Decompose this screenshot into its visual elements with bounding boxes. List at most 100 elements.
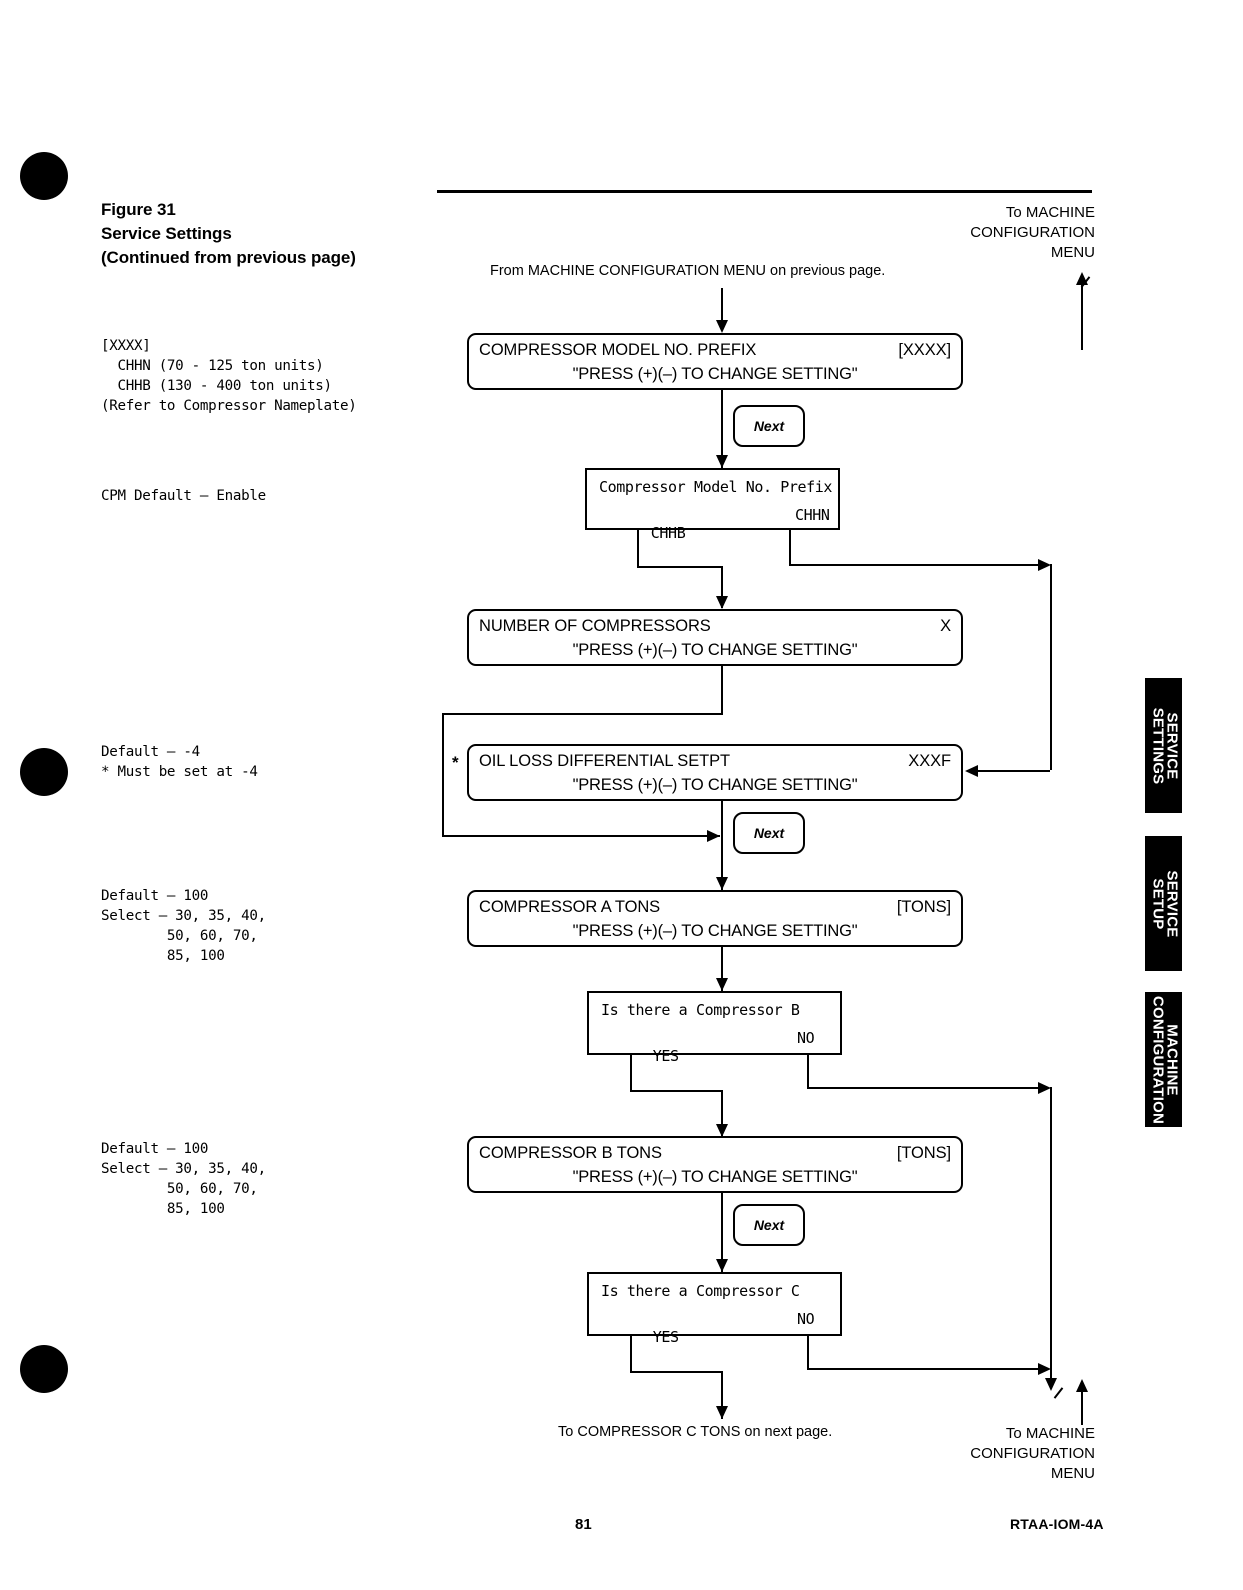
lcd-option-yes[interactable]: YES [652, 1328, 679, 1346]
line-noc-down [807, 1336, 809, 1370]
line-numcomp-down [721, 666, 723, 715]
lcd-options: CHHB CHHN [599, 506, 830, 578]
line-yesb-down2 [721, 1090, 723, 1136]
box-title: OIL LOSS DIFFERENTIAL SETPT [479, 752, 730, 770]
connector-to-next-page: To COMPRESSOR C TONS on next page. [558, 1424, 833, 1440]
note-compressor-a-tons: Default — 100 Select — 30, 35, 40, 50, 6… [101, 888, 266, 965]
next-button-2[interactable]: Next [733, 812, 805, 854]
arrow-down-rail-end [1045, 1378, 1057, 1391]
line-chhb-down2 [721, 566, 723, 608]
lcd-prompt: Is there a Compressor C [601, 1282, 800, 1300]
box-instruction: "PRESS (+)(–) TO CHANGE SETTING" [572, 1168, 858, 1186]
lcd-prompt: Compressor Model No. Prefix [599, 478, 833, 496]
line-compa-down [721, 947, 723, 991]
figure-title: Service Settings [101, 224, 232, 244]
line-yesb-right [630, 1090, 723, 1092]
line-chhn-right [789, 564, 1044, 566]
lcd-option-chhn[interactable]: CHHN [795, 506, 830, 524]
arrow-down-to-comp-a [716, 877, 728, 890]
box-instruction: "PRESS (+)(–) TO CHANGE SETTING" [572, 776, 858, 794]
line-yesc-right [630, 1371, 723, 1373]
next-button-1[interactable]: Next [733, 405, 805, 447]
arrow-down-to-next-page [716, 1406, 728, 1419]
box-title: COMPRESSOR B TONS [479, 1144, 662, 1162]
tab-label: SERVICE SETUP [1148, 870, 1180, 937]
arrow-down-entry [716, 320, 728, 333]
box-instruction: "PRESS (+)(–) TO CHANGE SETTING" [572, 365, 858, 383]
box-title-row: COMPRESSOR MODEL NO. PREFIX [XXXX] [479, 341, 951, 360]
lcd-option-chhb[interactable]: CHHB [650, 524, 686, 542]
box-title-row: OIL LOSS DIFFERENTIAL SETPT XXXF [479, 752, 951, 771]
box-compressor-b-tons[interactable]: COMPRESSOR B TONS [TONS] "PRESS (+)(–) T… [467, 1136, 963, 1193]
arrow-up-bottom [1076, 1379, 1088, 1392]
box-value: X [940, 617, 951, 635]
header-rule [437, 190, 1092, 193]
tab-service-settings[interactable]: SERVICE SETTINGS [1145, 678, 1182, 813]
lcd-option-no[interactable]: NO [797, 1310, 815, 1328]
lcd-is-there-compressor-b[interactable]: Is there a Compressor B YES NO [587, 991, 842, 1065]
arrow-down-to-comp-b [716, 1124, 728, 1137]
lcd-prompt: Is there a Compressor B [601, 1001, 800, 1019]
lcd-option-no[interactable]: NO [797, 1029, 815, 1047]
tab-service-setup[interactable]: SERVICE SETUP [1145, 836, 1182, 971]
line-nob-right [807, 1087, 1044, 1089]
lcd-is-there-compressor-c[interactable]: Is there a Compressor C YES NO [587, 1272, 842, 1346]
line-prefix-to-lcd [721, 390, 723, 468]
box-compressor-a-tons[interactable]: COMPRESSOR A TONS [TONS] "PRESS (+)(–) T… [467, 890, 963, 947]
line-left-loop-right [442, 835, 720, 837]
arrow-right-nob [1038, 1082, 1051, 1094]
line-rail-into-oilloss [978, 770, 1050, 772]
line-yesc-down2 [721, 1371, 723, 1419]
line-compb-down [721, 1193, 723, 1276]
line-right-rail-lower [1050, 1087, 1052, 1384]
line-entry [721, 288, 723, 322]
tab-machine-configuration[interactable]: MACHINE CONFIGURATION [1145, 992, 1182, 1127]
lcd-compressor-model-prefix[interactable]: Compressor Model No. Prefix CHHB CHHN [585, 468, 840, 542]
line-chhb-down [637, 530, 639, 568]
line-numcomp-left [442, 713, 723, 715]
next-button-3[interactable]: Next [733, 1204, 805, 1246]
connector-to-machine-config-bottom: To MACHINE CONFIGURATION MENU [970, 1425, 1095, 1482]
box-oil-loss-differential-setpt[interactable]: OIL LOSS DIFFERENTIAL SETPT XXXF "PRESS … [467, 744, 963, 801]
box-value: [TONS] [896, 1144, 951, 1162]
note-oil-loss-default: Default — -4 * Must be set at -4 [101, 744, 258, 781]
line-yesc-down [630, 1336, 632, 1373]
line-nob-down [807, 1055, 809, 1089]
arrow-right-chhn [1038, 559, 1051, 571]
figure-number: Figure 31 [101, 200, 176, 219]
figure-caption: Figure 31 Service Settings (Continued fr… [101, 198, 431, 270]
arrow-down-to-lcd1 [716, 455, 728, 468]
connector-from-machine-config: From MACHINE CONFIGURATION MENU on previ… [490, 263, 886, 279]
box-title-row: COMPRESSOR B TONS [TONS] [479, 1144, 951, 1163]
tab-label: SERVICE SETTINGS [1148, 707, 1180, 784]
document-code: RTAA-IOM-4A [1010, 1516, 1104, 1532]
registration-dot [20, 1345, 68, 1393]
line-top-riser [1081, 285, 1083, 350]
box-value: [TONS] [896, 898, 951, 916]
arrow-down-to-num-compressors [716, 596, 728, 609]
box-number-of-compressors[interactable]: NUMBER OF COMPRESSORS X "PRESS (+)(–) TO… [467, 609, 963, 666]
line-noc-right [807, 1368, 1044, 1370]
line-yesb-down [630, 1055, 632, 1092]
line-left-loop-down [442, 713, 444, 837]
registration-dot [20, 748, 68, 796]
lcd-option-yes[interactable]: YES [652, 1047, 679, 1065]
note-cpm-default: CPM Default — Enable [101, 488, 266, 504]
oil-loss-asterisk: * [452, 753, 459, 772]
box-compressor-model-prefix[interactable]: COMPRESSOR MODEL NO. PREFIX [XXXX] "PRES… [467, 333, 963, 390]
arrow-left-into-oilloss [965, 765, 978, 777]
arrow-right-noc [1038, 1363, 1051, 1375]
connector-to-machine-config-top: To MACHINE CONFIGURATION MENU [970, 204, 1095, 261]
box-title: NUMBER OF COMPRESSORS [479, 617, 711, 635]
arrow-down-to-lcd-b [716, 978, 728, 991]
tab-label: MACHINE CONFIGURATION [1148, 995, 1180, 1124]
note-compressor-b-tons: Default — 100 Select — 30, 35, 40, 50, 6… [101, 1141, 266, 1218]
line-chhb-right [637, 566, 723, 568]
lcd-options: YES NO [601, 1029, 815, 1101]
box-title-row: COMPRESSOR A TONS [TONS] [479, 898, 951, 917]
box-value: XXXF [908, 752, 951, 770]
line-right-rail-upper [1050, 564, 1052, 770]
arrow-down-to-lcd-c [716, 1259, 728, 1272]
registration-dot [20, 152, 68, 200]
